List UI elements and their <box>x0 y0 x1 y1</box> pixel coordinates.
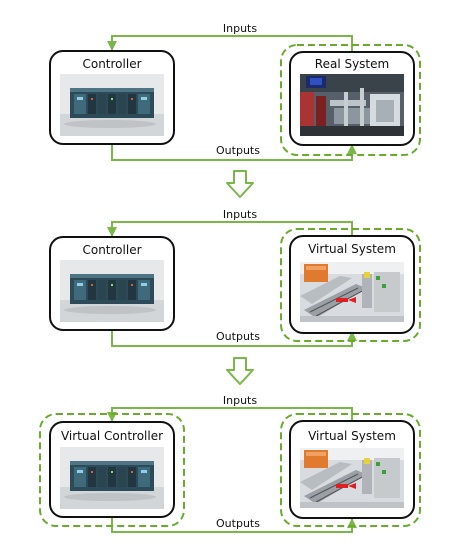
virtual-system-title: Virtual System <box>308 429 396 443</box>
stage-3: Inputs Outputs Virtual Controller Virtua… <box>40 394 420 532</box>
transition-arrow-1 <box>227 171 253 197</box>
virtual-system-title: Virtual System <box>308 242 396 256</box>
inputs-label: Inputs <box>223 394 257 407</box>
inputs-label: Inputs <box>223 208 257 221</box>
controller-title: Controller <box>82 243 141 257</box>
transition-arrow-2 <box>227 358 253 384</box>
virtual-controller-title: Virtual Controller <box>61 429 163 443</box>
outputs-label: Outputs <box>216 330 260 343</box>
real-system-title: Real System <box>315 57 389 71</box>
outputs-label: Outputs <box>216 144 260 157</box>
stage-1: Inputs Outputs Controller Real System <box>50 22 420 160</box>
real-system-photo <box>300 74 404 136</box>
plc-controller-photo <box>60 260 164 322</box>
inputs-label: Inputs <box>223 22 257 35</box>
virtual-system-3d-render <box>300 448 404 508</box>
virtual-system-3d-render <box>300 262 404 322</box>
plc-controller-photo <box>60 447 164 509</box>
controller-title: Controller <box>82 57 141 71</box>
outputs-label: Outputs <box>216 517 260 530</box>
inputs-connector <box>112 222 352 236</box>
plc-controller-photo <box>60 74 164 136</box>
stage-2: Inputs Outputs Controller Virtual System <box>50 208 420 346</box>
inputs-connector <box>112 36 352 52</box>
